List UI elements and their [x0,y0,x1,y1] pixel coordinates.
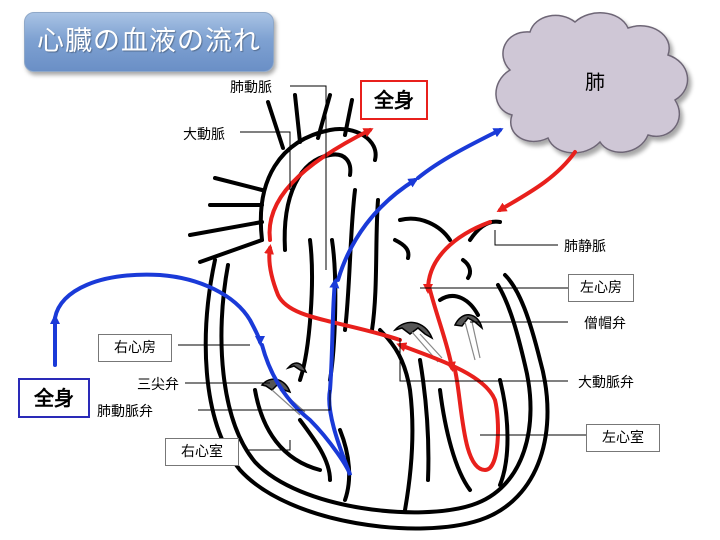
blue-arrow-to-lung [416,128,504,180]
blue-arrow-body-to-heart [53,272,265,346]
mitral-valve-label: 僧帽弁 [584,316,626,332]
leader-aortic-valve [399,338,568,382]
leader-pulmonary-artery [290,85,327,270]
oxygenated-flow [264,128,577,473]
red-arrow-lung-to-heart [496,150,577,213]
left-ventricle-box: 左心室 [586,424,660,452]
red-arrow-aorta-to-body [267,128,374,242]
aortic-valve-label: 大動脈弁 [578,375,634,391]
page-title: 心臓の血液の流れ [24,12,274,72]
blue-arrow-pulmonary-trunk [336,177,419,282]
left-atrium-box: 左心房 [568,274,634,302]
tricuspid-valve-label: 三尖弁 [137,377,179,393]
pulmonary-artery-label: 肺動脈 [230,80,272,96]
lung-label: 肺 [585,70,605,94]
red-arrow-left-ventricle-loop [396,342,500,473]
blue-arrow-right-ventricle [260,278,352,476]
leader-pulmonary-valve [198,390,331,411]
right-ventricle-box: 右心室 [165,438,239,466]
deoxygenated-flow [50,128,504,476]
pulmonary-valve-shape [285,362,308,374]
mitral-valve-shape [453,314,484,331]
heart-outline [188,93,550,531]
pulmonary-vein-label: 肺静脈 [564,239,606,255]
body-top-box: 全身 [360,80,428,120]
aorta-label: 大動脈 [183,127,225,143]
pulmonary-valve-label: 肺動脈弁 [97,404,153,420]
leader-lines [178,85,586,451]
lung-cloud [495,12,689,154]
right-atrium-box: 右心房 [98,334,172,362]
aortic-valve-shape [392,321,434,340]
leader-pulmonary-vein [494,230,558,246]
red-arrow-aorta-out [264,244,402,342]
leader-right-ventricle [246,440,291,451]
red-arrow-into-left-ventricle [428,288,456,372]
valves [260,314,484,394]
leader-aorta [240,131,291,190]
red-arrow-into-left-atrium [423,220,492,294]
body-left-box: 全身 [18,378,90,418]
